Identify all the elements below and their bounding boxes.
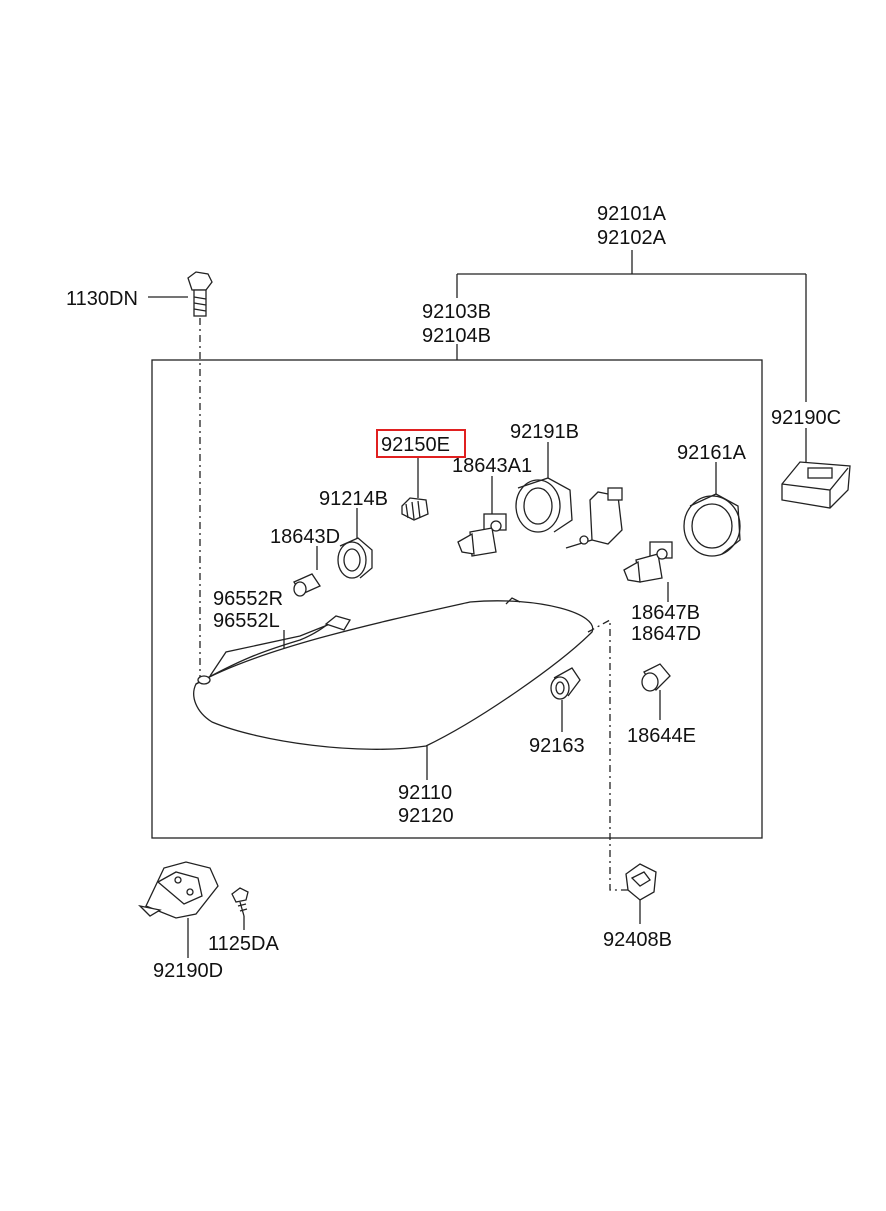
label-1125da: 1125DA bbox=[208, 933, 279, 955]
label-92408b: 92408B bbox=[603, 929, 672, 951]
bulb-cover-ring-92191b-icon[interactable] bbox=[515, 477, 573, 533]
label-92110: 92110 bbox=[398, 782, 452, 804]
label-1130dn: 1130DN bbox=[66, 288, 138, 310]
screw-1125da-icon[interactable] bbox=[231, 887, 249, 917]
label-18647b: 18647B bbox=[631, 602, 700, 624]
label-92150e: 92150E bbox=[381, 434, 450, 456]
label-18644e: 18644E bbox=[627, 725, 696, 747]
label-92190d: 92190D bbox=[153, 960, 223, 982]
leveling-actuator-icon[interactable] bbox=[565, 487, 623, 549]
label-96552r: 96552R bbox=[213, 588, 283, 610]
label-18647d: 18647D bbox=[631, 623, 701, 645]
label-92163: 92163 bbox=[529, 735, 585, 757]
bolt-1130dn-icon[interactable] bbox=[187, 271, 213, 317]
label-92102a: 92102A bbox=[597, 227, 667, 249]
wedge-bulb-18643d-icon[interactable] bbox=[293, 573, 321, 597]
bulb-socket-92163-icon[interactable] bbox=[550, 667, 581, 700]
bracket-92190d-icon[interactable] bbox=[138, 861, 219, 919]
label-92101a: 92101A bbox=[597, 203, 667, 225]
label-92161a: 92161A bbox=[677, 442, 747, 464]
label-91214b: 91214B bbox=[319, 488, 388, 510]
wedge-bulb-18644e-icon[interactable] bbox=[641, 663, 671, 692]
bulb-socket-91214b-icon[interactable] bbox=[337, 537, 373, 579]
headlamp-housing-icon[interactable] bbox=[193, 597, 594, 750]
connector-92408b-icon[interactable] bbox=[625, 863, 657, 901]
bulb-cover-ring-92161a-icon[interactable] bbox=[683, 493, 741, 557]
halogen-bulb-18647b-icon[interactable] bbox=[623, 541, 673, 583]
ballast-module-92190c-icon[interactable] bbox=[781, 461, 851, 509]
label-92104b: 92104B bbox=[422, 325, 491, 347]
label-92190c: 92190C bbox=[771, 407, 841, 429]
highlight-box-92150e bbox=[376, 429, 466, 458]
assembly-leader-tree bbox=[456, 250, 807, 462]
label-92103b: 92103B bbox=[422, 301, 491, 323]
label-96552l: 96552L bbox=[213, 610, 280, 632]
halogen-bulb-18643a1-icon[interactable] bbox=[457, 513, 507, 557]
bulb-socket-92150e-icon[interactable] bbox=[401, 497, 429, 521]
label-92191b: 92191B bbox=[510, 421, 579, 443]
label-18643a1: 18643A1 bbox=[452, 455, 532, 477]
label-18643d: 18643D bbox=[270, 526, 340, 548]
label-92120: 92120 bbox=[398, 805, 454, 827]
